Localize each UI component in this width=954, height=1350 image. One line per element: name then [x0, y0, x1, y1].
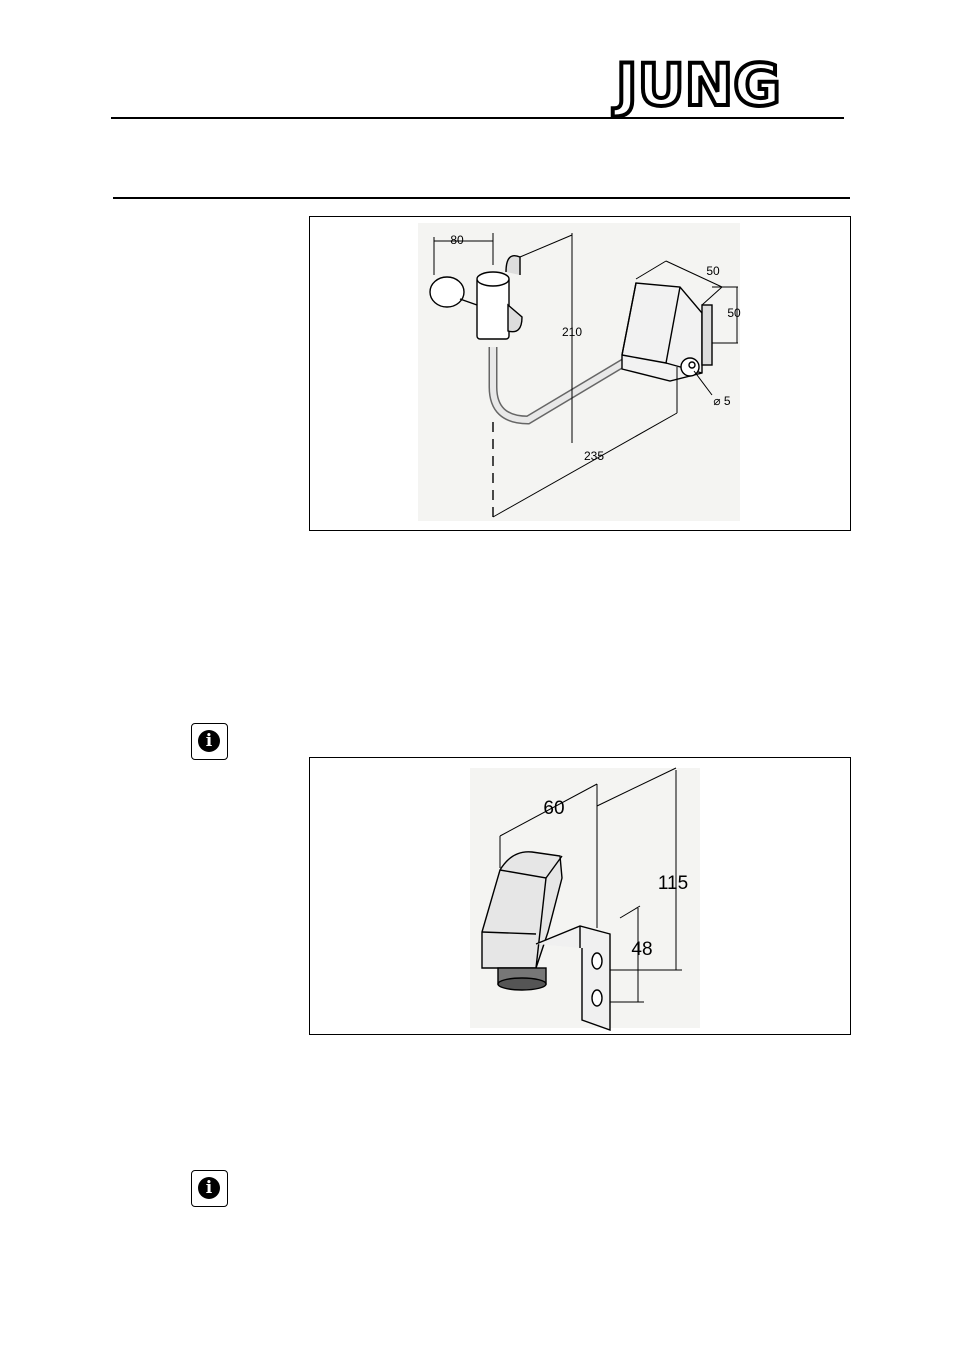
section-rule — [113, 197, 850, 199]
figure-bracket-sensor-frame: 60 115 48 — [309, 757, 851, 1035]
dim-235: 235 — [584, 449, 604, 463]
jung-logo: JUNG — [614, 51, 842, 119]
info-glyph: i — [198, 1177, 220, 1199]
dim-50-top: 50 — [706, 264, 720, 278]
info-glyph: i — [198, 730, 220, 752]
dim-diameter: ⌀ 5 — [713, 394, 731, 408]
header-rule — [111, 117, 844, 119]
wind-sensor-drawing: 80 210 235 50 50 ⌀ 5 — [429, 233, 741, 518]
logo-text: JUNG — [614, 51, 783, 119]
dim-60: 60 — [543, 798, 564, 819]
info-icon: i — [191, 723, 228, 760]
dim-115: 115 — [658, 873, 688, 894]
info-icon: i — [191, 1170, 228, 1207]
dim-50-side: 50 — [727, 306, 741, 320]
dim-210: 210 — [562, 325, 582, 339]
figure-wind-sensor-frame: 80 210 235 50 50 ⌀ 5 — [309, 216, 851, 531]
dim-48: 48 — [631, 939, 652, 960]
bracket-sensor-drawing: 60 115 48 — [481, 767, 688, 1031]
dim-80: 80 — [450, 233, 464, 247]
